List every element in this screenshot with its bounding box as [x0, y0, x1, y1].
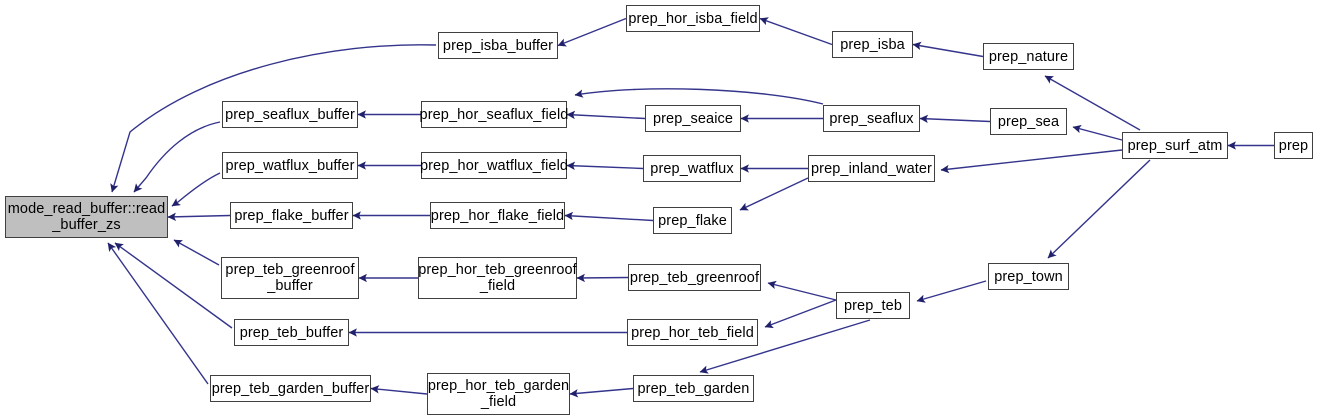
- graph-node-prep-sea[interactable]: prep_sea: [990, 108, 1067, 135]
- graph-node-prep-hor-teb-field[interactable]: prep_hor_teb_field: [627, 319, 758, 346]
- graph-edge-prep-teb-buffer-to-read-buffer-zs: [114, 242, 233, 329]
- graph-edge-prep-flake-buffer-to-read-buffer-zs: [167, 212, 231, 222]
- graph-edge-prep-teb-greenroof-to-prep-hor-teb-greenroof-field: [576, 273, 629, 283]
- graph-node-prep-hor-teb-garden-field[interactable]: prep_hor_teb_garden _field: [427, 373, 570, 415]
- graph-edge-prep-surf-atm-to-prep-inland-water: [940, 149, 1123, 174]
- graph-node-prep-seaflux-buffer[interactable]: prep_seaflux_buffer: [222, 101, 358, 128]
- graph-node-prep-flake[interactable]: prep_flake: [653, 207, 732, 234]
- graph-node-prep-surf-atm[interactable]: prep_surf_atm: [1122, 132, 1228, 159]
- graph-edge-prep-inland-water-to-prep-flake: [739, 177, 809, 211]
- graph-edge-prep-teb-to-prep-hor-teb-field: [764, 299, 837, 329]
- graph-edge-prep-teb-garden-buffer-to-read-buffer-zs: [107, 242, 209, 385]
- graph-node-prep-hor-flake-field[interactable]: prep_hor_flake_field: [430, 202, 565, 229]
- graph-node-prep-teb-greenroof[interactable]: prep_teb_greenroof: [628, 264, 761, 291]
- graph-edge-prep-teb-greenroof-buffer-to-read-buffer-zs: [173, 239, 220, 266]
- graph-node-prep-teb[interactable]: prep_teb: [836, 292, 910, 319]
- graph-node-prep-town[interactable]: prep_town: [988, 263, 1069, 290]
- graph-node-prep-hor-watflux-field[interactable]: prep_hor_watflux_field: [420, 152, 568, 179]
- graph-node-read-buffer-zs[interactable]: mode_read_buffer::read _buffer_zs: [5, 196, 168, 238]
- graph-edge-prep-seaice-to-prep-hor-seaflux-field: [566, 110, 646, 120]
- graph-node-prep-seaice[interactable]: prep_seaice: [645, 105, 741, 132]
- graph-node-prep-hor-isba-field[interactable]: prep_hor_isba_field: [626, 5, 760, 32]
- graph-edge-prep-sea-to-prep-seaflux: [919, 114, 991, 124]
- graph-node-prep-inland-water[interactable]: prep_inland_water: [808, 155, 935, 182]
- graph-edge-prep-seaflux-to-prep-hor-seaflux-field: [574, 88, 824, 105]
- graph-edge-prep-watflux-to-prep-hor-watflux-field: [566, 161, 644, 171]
- graph-node-prep-teb-garden-buffer[interactable]: prep_teb_garden_buffer: [210, 375, 371, 402]
- graph-node-prep-seaflux[interactable]: prep_seaflux: [823, 105, 920, 132]
- graph-edge-prep-flake-to-prep-hor-flake-field: [564, 211, 654, 222]
- graph-node-prep-hor-seaflux-field[interactable]: prep_hor_seaflux_field: [420, 101, 568, 128]
- graph-edge-prep-town-to-prep-teb: [916, 280, 987, 303]
- graph-node-prep-teb-garden[interactable]: prep_teb_garden: [633, 375, 754, 402]
- graph-edge-prep-watflux-buffer-to-read-buffer-zs: [171, 172, 221, 207]
- graph-edge-prep-teb-to-prep-teb-greenroof: [767, 280, 837, 301]
- graph-edge-prep-surf-atm-to-prep-town: [1047, 159, 1151, 259]
- graph-edge-prep-seaflux-buffer-to-read-buffer-zs: [133, 121, 221, 193]
- graph-node-prep-teb-greenroof-buffer[interactable]: prep_teb_greenroof _buffer: [221, 257, 359, 299]
- graph-node-prep-nature[interactable]: prep_nature: [983, 43, 1074, 70]
- graph-edge-prep-teb-garden-to-prep-hor-teb-garden-field: [569, 387, 634, 398]
- graph-node-prep-hor-teb-greenroof-field[interactable]: prep_hor_teb_greenroof _field: [418, 257, 577, 299]
- graph-node-prep-teb-buffer[interactable]: prep_teb_buffer: [234, 319, 349, 346]
- graph-node-prep-flake-buffer[interactable]: prep_flake_buffer: [230, 202, 353, 229]
- graph-node-prep-isba-buffer[interactable]: prep_isba_buffer: [438, 32, 558, 59]
- graph-node-prep-watflux[interactable]: prep_watflux: [643, 155, 741, 182]
- graph-edge-prep-isba-to-prep-hor-isba-field: [759, 17, 833, 46]
- graph-edge-prep-hor-teb-garden-field-to-prep-teb-garden-buffer: [370, 385, 428, 395]
- graph-node-prep[interactable]: prep: [1274, 132, 1313, 159]
- graph-edge-prep-hor-isba-field-to-prep-isba-buffer: [557, 17, 627, 47]
- graph-node-prep-isba[interactable]: prep_isba: [832, 31, 913, 58]
- graph-node-prep-watflux-buffer[interactable]: prep_watflux_buffer: [222, 152, 358, 179]
- graph-edge-prep-surf-atm-to-prep-sea: [1072, 124, 1123, 141]
- graph-edge-prep-nature-to-prep-isba: [912, 41, 984, 58]
